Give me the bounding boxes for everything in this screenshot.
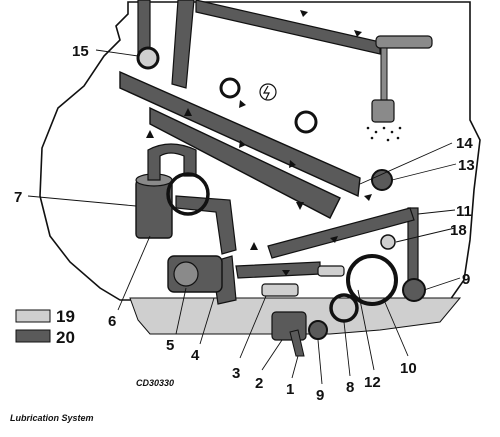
legend-swatch-20 bbox=[15, 329, 51, 343]
rocker-shaft-line bbox=[195, 0, 381, 55]
callout-2: 2 bbox=[255, 375, 263, 392]
legend-label-20: 20 bbox=[56, 328, 75, 347]
idler-gear-ring bbox=[346, 254, 398, 306]
valve-stem bbox=[380, 47, 388, 103]
callout-18: 18 bbox=[450, 222, 467, 239]
callout-7: 7 bbox=[14, 189, 22, 206]
callout-13: 13 bbox=[458, 157, 475, 174]
rocker-arm bbox=[375, 35, 433, 49]
callout-4: 4 bbox=[191, 347, 200, 364]
piston bbox=[371, 99, 395, 123]
bearing-9-bottom bbox=[308, 320, 328, 340]
bearing-top-a bbox=[219, 77, 241, 99]
callout-14: 14 bbox=[456, 135, 473, 152]
bearing-top-b bbox=[294, 110, 318, 134]
callout-11: 11 bbox=[456, 203, 472, 220]
leader-lines bbox=[27, 49, 461, 385]
right-cross-line bbox=[267, 207, 415, 259]
oil-line-to-rocker bbox=[171, 0, 195, 89]
oil-cooler bbox=[271, 311, 307, 341]
oil-pump-gear bbox=[173, 261, 199, 287]
callout-5: 5 bbox=[166, 337, 174, 354]
callout-15: 15 bbox=[72, 43, 89, 60]
engine-outline bbox=[39, 1, 481, 301]
legend-swatch-19 bbox=[15, 309, 51, 323]
bearing-15 bbox=[136, 46, 160, 70]
secondary-gallery bbox=[149, 106, 341, 219]
callout-9-bottom: 9 bbox=[316, 387, 324, 404]
crank-bearing-ring bbox=[329, 293, 359, 323]
lightning-icon bbox=[262, 85, 270, 100]
pressure-sensor bbox=[259, 83, 277, 101]
pump-feed-line bbox=[235, 261, 321, 279]
callout-9-right: 9 bbox=[462, 271, 470, 288]
drawing-code: CD30330 bbox=[136, 378, 174, 388]
jet-18 bbox=[380, 234, 396, 250]
camshaft-gear-ring bbox=[166, 172, 210, 216]
callout-1: 1 bbox=[286, 381, 294, 398]
callout-10: 10 bbox=[400, 360, 417, 377]
callout-8: 8 bbox=[346, 379, 354, 396]
figure-caption: Lubrication System bbox=[10, 413, 94, 423]
pickup-tube bbox=[289, 329, 305, 357]
callout-6: 6 bbox=[108, 313, 116, 330]
oil-filter bbox=[135, 179, 173, 239]
callout-3: 3 bbox=[232, 365, 240, 382]
bearing-9-right bbox=[402, 278, 426, 302]
legend-label-19: 19 bbox=[56, 307, 75, 326]
callout-12: 12 bbox=[364, 374, 381, 391]
flow-arrows bbox=[146, 10, 372, 276]
bearing-13 bbox=[371, 169, 393, 191]
oil-spray bbox=[366, 126, 402, 142]
relief-valve bbox=[261, 283, 299, 297]
pressure-valve bbox=[317, 265, 345, 277]
main-oil-gallery bbox=[119, 70, 361, 198]
filter-pipe bbox=[147, 143, 197, 181]
